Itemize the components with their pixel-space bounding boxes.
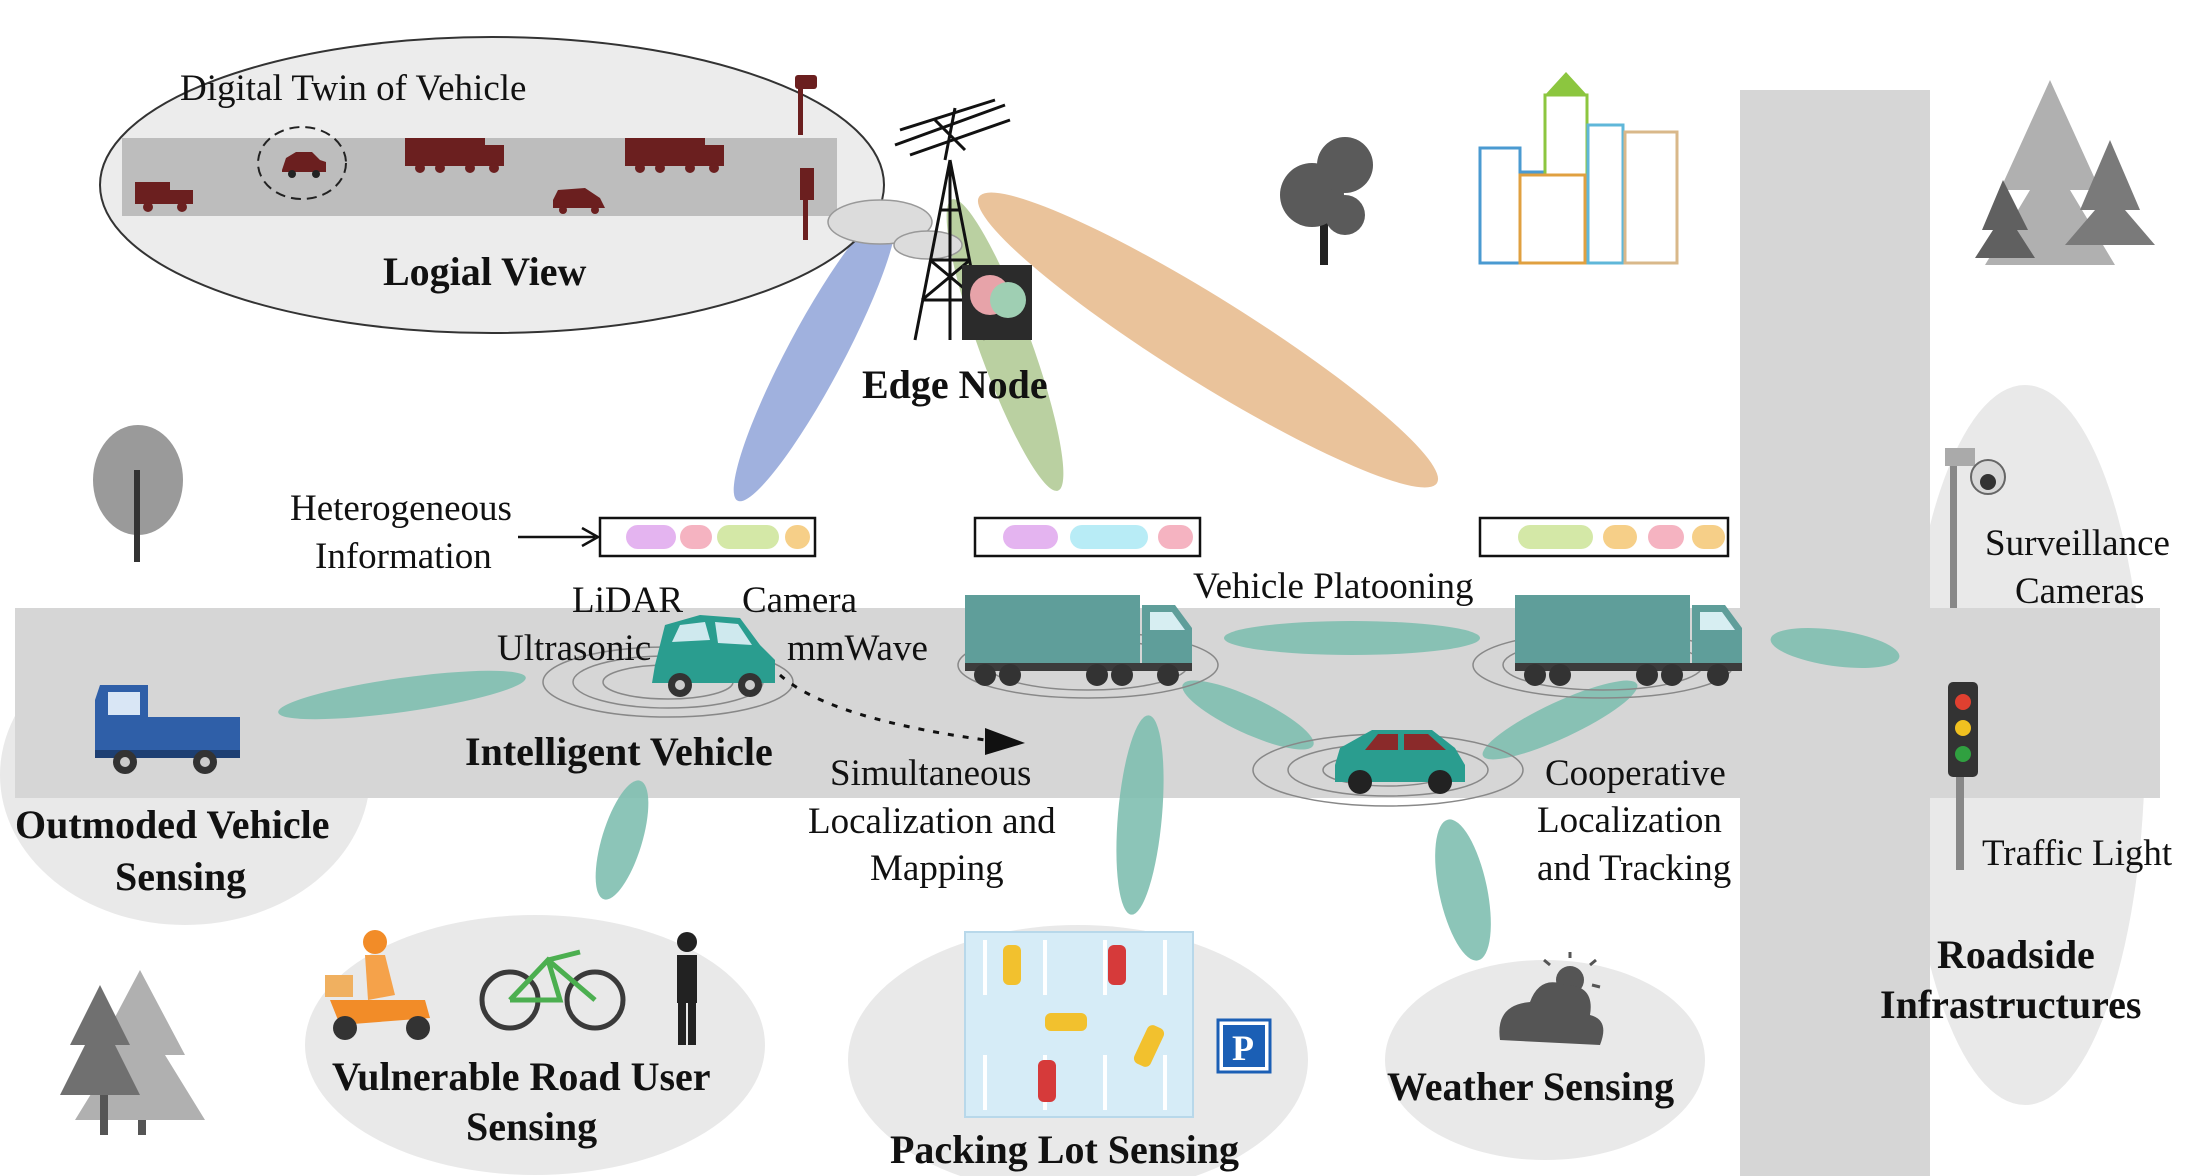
parking-sign-letter: P [1232,1028,1254,1068]
weather-zone [1385,960,1705,1160]
slam-line3: Mapping [870,848,1004,889]
scooter-rider-icon [325,930,430,1040]
heterogeneous-line2: Information [315,536,492,577]
roadside-title-line1: Roadside [1937,932,2095,977]
platoon-truck-2-icon [1515,595,1742,686]
platoon-truck-1-icon [965,595,1192,686]
vru-zone [305,915,765,1175]
edge-node-label: Edge Node [862,362,1048,407]
heterogeneous-arrow [518,526,601,548]
outmoded-pickup-truck-icon [95,685,240,774]
twin-camera-pole-icon [795,75,817,135]
cooperative-car-icon [1335,730,1465,794]
pine-trees-bottomleft-icon [60,970,205,1135]
twin-traffic-light-icon [800,168,814,240]
parking-sign-icon: P [1216,1018,1272,1074]
vehicle-platooning-label: Vehicle Platooning [1193,566,1474,607]
outmoded-line2: Sensing [115,854,246,899]
twin-car-highlight-icon [257,126,347,200]
traffic-light-icon [1948,682,1978,870]
weather-label: Weather Sensing [1387,1064,1674,1109]
logical-view-title: Digital Twin of Vehicle [180,68,526,109]
pine-trees-topright-icon [1975,80,2155,265]
v2x-links [278,621,1900,961]
bicycle-icon [479,949,626,1031]
twin-truck-icon [405,138,504,173]
info-bar-2 [973,516,1202,558]
twin-truck-2-icon [625,138,724,173]
logical-view-panel: Digital Twin of Vehicle Logial View [99,36,963,334]
intelligent-vehicle-car-icon [652,615,775,697]
slam-line1: Simultaneous [830,753,1031,794]
slam-arrowhead [985,728,1025,755]
city-buildings-icon [1478,72,1679,265]
beam-orange [977,192,1439,488]
slam-line2: Localization and [808,801,1056,842]
heterogeneous-line1: Heterogeneous [290,488,512,529]
sensor-ultrasonic: Ultrasonic [497,628,651,669]
sensor-camera: Camera [742,580,857,621]
cooperative-line1: Cooperative [1545,753,1726,794]
parking-label: Packing Lot Sensing [890,1127,1239,1172]
logical-view-caption: Logial View [383,249,586,294]
vru-line1: Vulnerable Road User [332,1054,711,1099]
beam-blue [733,208,897,502]
surveillance-line1: Surveillance [1985,523,2170,564]
surveillance-line2: Cameras [2015,571,2144,612]
intelligent-vehicle-label: Intelligent Vehicle [465,729,773,774]
bare-tree-left-icon [93,425,183,562]
twin-pickup-icon [135,182,193,212]
info-bar-1 [598,516,817,558]
vru-line2: Sensing [466,1104,597,1149]
surveillance-camera-icon [1945,448,2006,608]
cooperative-line2: Localization [1537,800,1722,841]
parking-lot-icon [964,931,1194,1118]
edge-brain-server-icon [962,265,1032,340]
outmoded-line1: Outmoded Vehicle [15,802,329,847]
twin-small-car-icon [553,188,605,214]
sensor-lidar: LiDAR [572,580,683,621]
round-tree-icon [1280,137,1373,265]
info-bar-3 [1478,516,1730,558]
roadside-title-line2: Infrastructures [1880,982,2141,1027]
slam-arrow [778,673,1001,744]
sensor-mmwave: mmWave [787,628,928,669]
weather-cloud-sun-icon [1499,952,1604,1045]
traffic-light-label: Traffic Light [1982,833,2173,874]
edge-node-tower-icon [894,98,1011,341]
pedestrian-icon [677,932,697,1045]
cooperative-line3: and Tracking [1537,848,1731,889]
